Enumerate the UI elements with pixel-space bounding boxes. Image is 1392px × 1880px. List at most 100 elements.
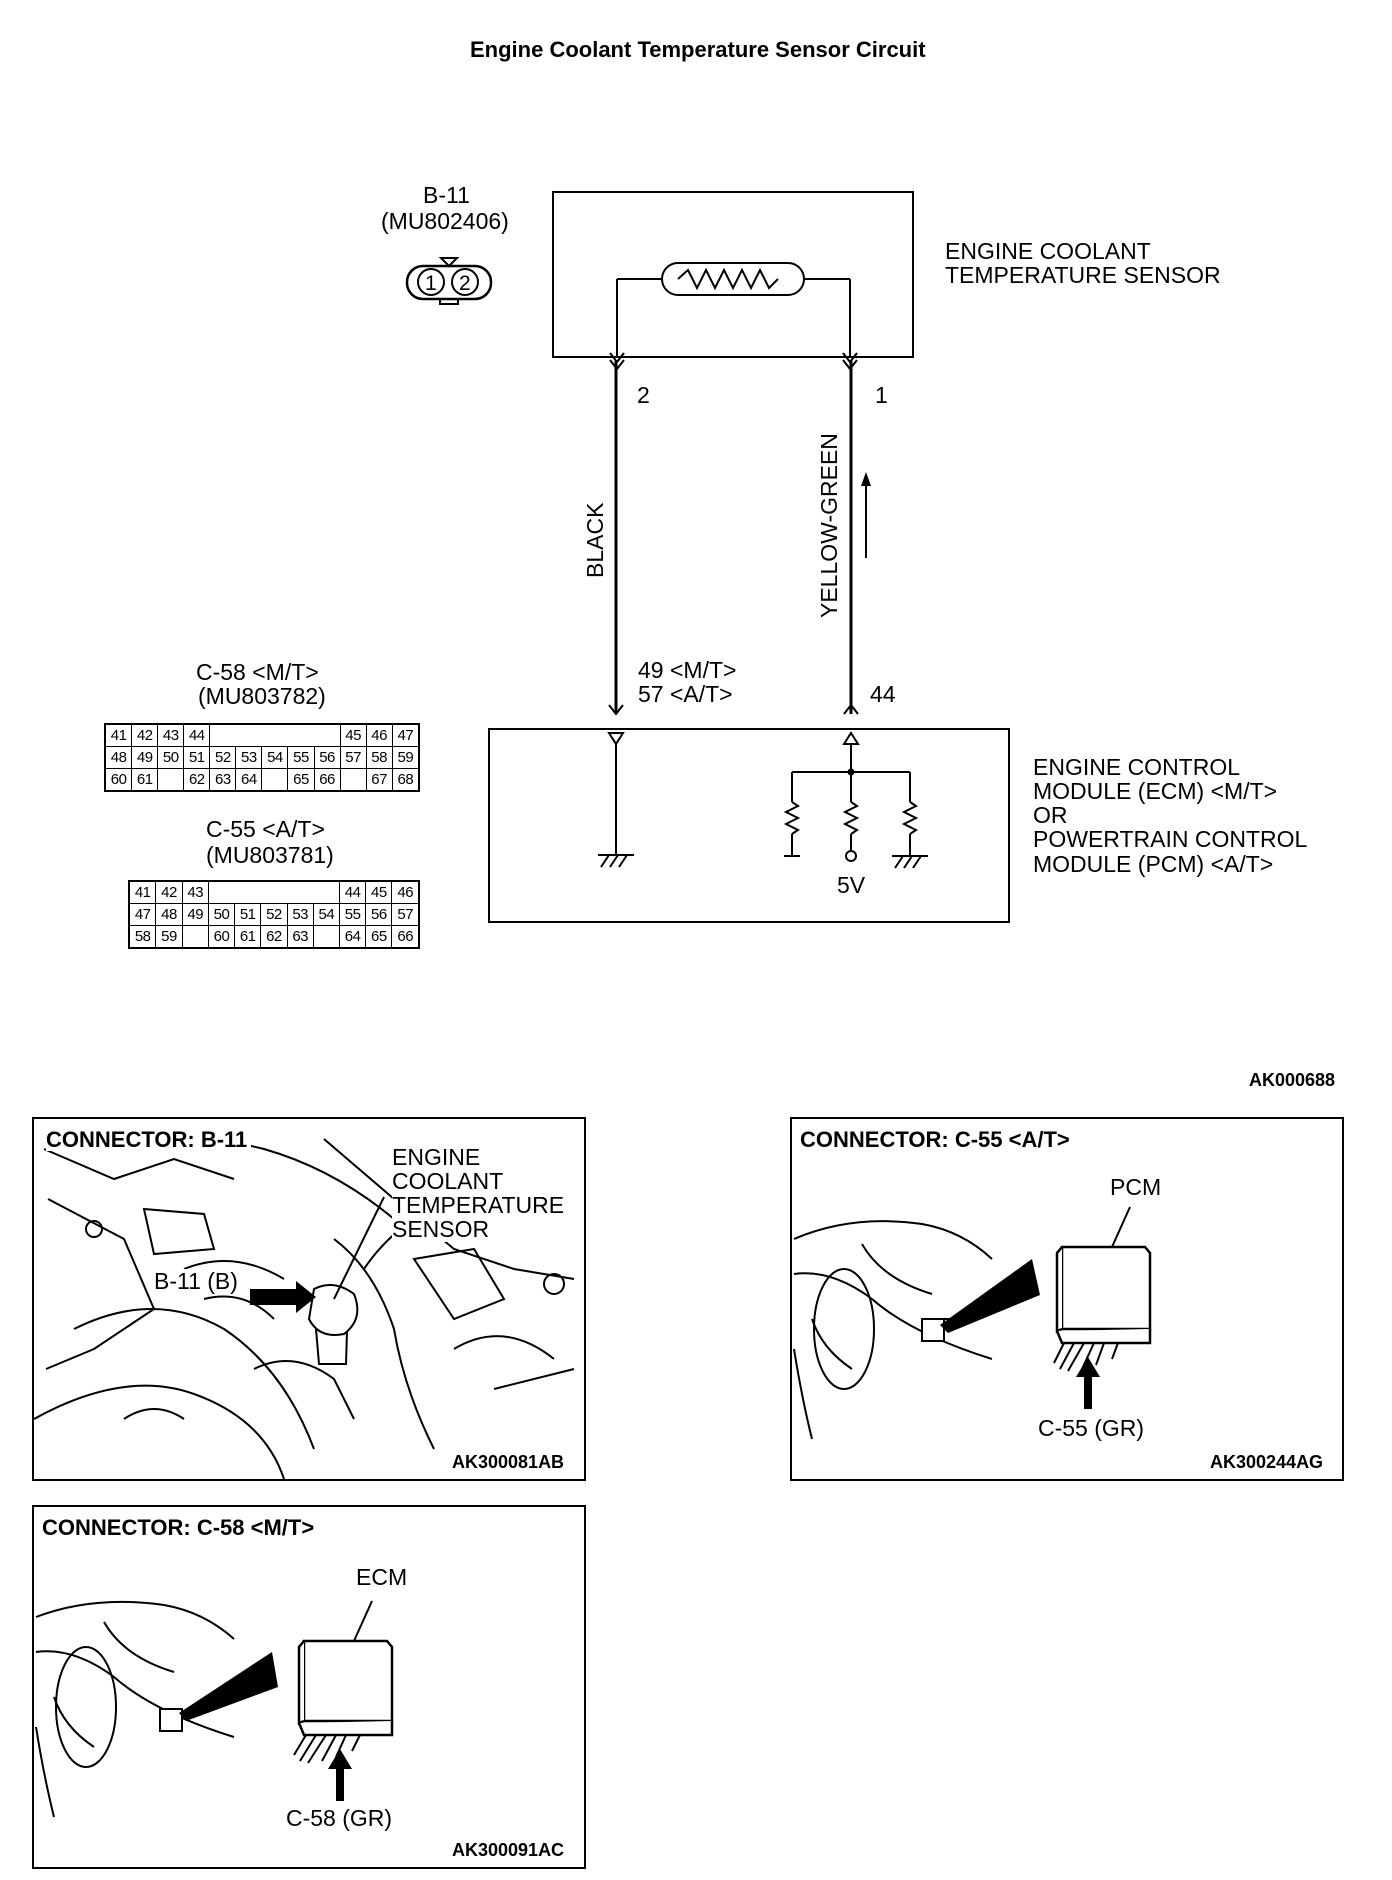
svg-text:1: 1	[425, 272, 437, 295]
ecm-location-illustration	[35, 1600, 394, 1818]
sensor-label: ENGINE COOLANT TEMPERATURE SENSOR	[945, 238, 1221, 289]
b11-panel-header: CONNECTOR: B-11	[46, 1128, 252, 1151]
pin-cell: 41	[104, 723, 133, 747]
pin-cell: 63	[286, 925, 314, 949]
pin-cell: 45	[365, 880, 393, 904]
c55-location-panel: CONNECTOR: C-55 <A/T> PCM C-55 (GR) AK30…	[790, 1117, 1344, 1481]
empty-pin-cell	[313, 880, 341, 904]
pin-cell: 44	[339, 880, 367, 904]
pin-cell: 47	[128, 903, 157, 926]
pin-cell: 49	[131, 746, 159, 769]
module-pin-right-label: 44	[870, 681, 896, 707]
pin-cell: 48	[104, 746, 133, 769]
pin-cell: 43	[157, 723, 185, 747]
page-title: Engine Coolant Temperature Sensor Circui…	[470, 37, 926, 62]
c55-pointer-label: C-55 (GR)	[1038, 1415, 1145, 1441]
figure-code: AK000688	[1249, 1070, 1336, 1090]
b11-location-panel: CONNECTOR: B-11 ENGINE COOLANT TEMPERATU…	[32, 1117, 586, 1481]
empty-pin-cell	[260, 880, 288, 904]
pin-cell: 57	[339, 746, 367, 769]
c55-connector-id: C-55 <A/T>	[206, 816, 325, 842]
empty-pin-cell	[312, 925, 341, 949]
pin-cell: 61	[234, 925, 262, 949]
sensor-box	[552, 191, 914, 358]
pin-cell: 59	[155, 925, 183, 949]
c58-part-number: (MU803782)	[198, 683, 326, 709]
c58-connector-id: C-58 <M/T>	[196, 659, 319, 685]
pin-cell: 56	[365, 903, 393, 926]
pin-cell: 65	[287, 768, 315, 792]
empty-pin-cell	[181, 925, 209, 949]
empty-pin-cell	[314, 723, 341, 747]
pin-cell: 64	[235, 768, 263, 792]
pin-cell: 57	[391, 903, 420, 926]
pin-cell: 42	[131, 723, 159, 747]
voltage-label: 5V	[837, 872, 866, 898]
module-box	[488, 728, 1010, 923]
module-pin-left-label: 49 <M/T> 57 <A/T>	[638, 657, 737, 708]
pin-cell: 47	[391, 723, 420, 747]
c55-part-number: (MU803781)	[206, 842, 334, 868]
pin-cell: 41	[128, 880, 157, 904]
empty-pin-cell	[287, 723, 315, 747]
pin-cell: 48	[155, 903, 183, 926]
c58-pointer-arrow	[328, 1749, 352, 1801]
engine-bay-illustration	[34, 1134, 575, 1479]
pin-cell: 62	[260, 925, 288, 949]
b11-connector-icon: 1 2	[405, 257, 493, 305]
pin-cell: 55	[287, 746, 315, 769]
pin-cell: 66	[391, 925, 420, 949]
c55-panel-header: CONNECTOR: C-55 <A/T>	[800, 1127, 1070, 1152]
pin-cell: 52	[209, 746, 237, 769]
empty-pin-cell	[207, 880, 261, 904]
empty-pin-cell	[157, 768, 185, 792]
svg-text:2: 2	[459, 272, 471, 295]
pin-cell: 44	[183, 723, 211, 747]
circuit-schematic: BLACK YELLOW-GREEN 1 2	[405, 191, 1010, 923]
empty-pin-cell	[287, 880, 314, 904]
pin-2-label: 2	[637, 382, 650, 408]
pin-cell: 60	[104, 768, 133, 792]
empty-pin-cell	[261, 768, 289, 792]
pin-cell: 53	[235, 746, 263, 769]
pin-cell: 63	[209, 768, 237, 792]
empty-pin-cell	[209, 723, 288, 747]
pin-cell: 49	[181, 903, 209, 926]
yellow-green-wire-label: YELLOW-GREEN	[816, 433, 842, 618]
pin-cell: 53	[286, 903, 314, 926]
pin-cell: 58	[128, 925, 157, 949]
pin-cell: 43	[181, 880, 209, 904]
b11-panel-code: AK300081AB	[452, 1452, 565, 1472]
pin-cell: 58	[365, 746, 393, 769]
pin-cell: 59	[391, 746, 420, 769]
b11-pointer-label: B-11 (B)	[154, 1268, 238, 1294]
empty-pin-cell	[339, 768, 367, 792]
pin-cell: 42	[155, 880, 183, 904]
c58-panel-header: CONNECTOR: C-58 <M/T>	[42, 1515, 315, 1540]
c58-pointer-label: C-58 (GR)	[286, 1805, 393, 1831]
pin-cell: 45	[339, 723, 367, 747]
pcm-callout-wedge	[940, 1259, 1040, 1333]
pin-cell: 62	[183, 768, 211, 792]
pin-cell: 51	[183, 746, 211, 769]
pin-cell: 46	[365, 723, 393, 747]
b11-connector-id: B-11	[423, 182, 470, 208]
b11-sensor-label: ENGINE COOLANT TEMPERATURE SENSOR	[392, 1144, 565, 1243]
pcm-label: PCM	[1110, 1174, 1162, 1200]
pin-cell: 52	[260, 903, 288, 926]
b11-part-number: (MU802406)	[381, 208, 509, 234]
pin-cell: 56	[313, 746, 341, 769]
ecm-label: ECM	[356, 1564, 408, 1590]
pin-cell: 50	[207, 903, 236, 926]
pcm-unit-drawing	[1055, 1245, 1152, 1345]
c58-panel-code: AK300091AC	[452, 1840, 565, 1860]
c55-pointer-arrow	[1076, 1357, 1100, 1409]
